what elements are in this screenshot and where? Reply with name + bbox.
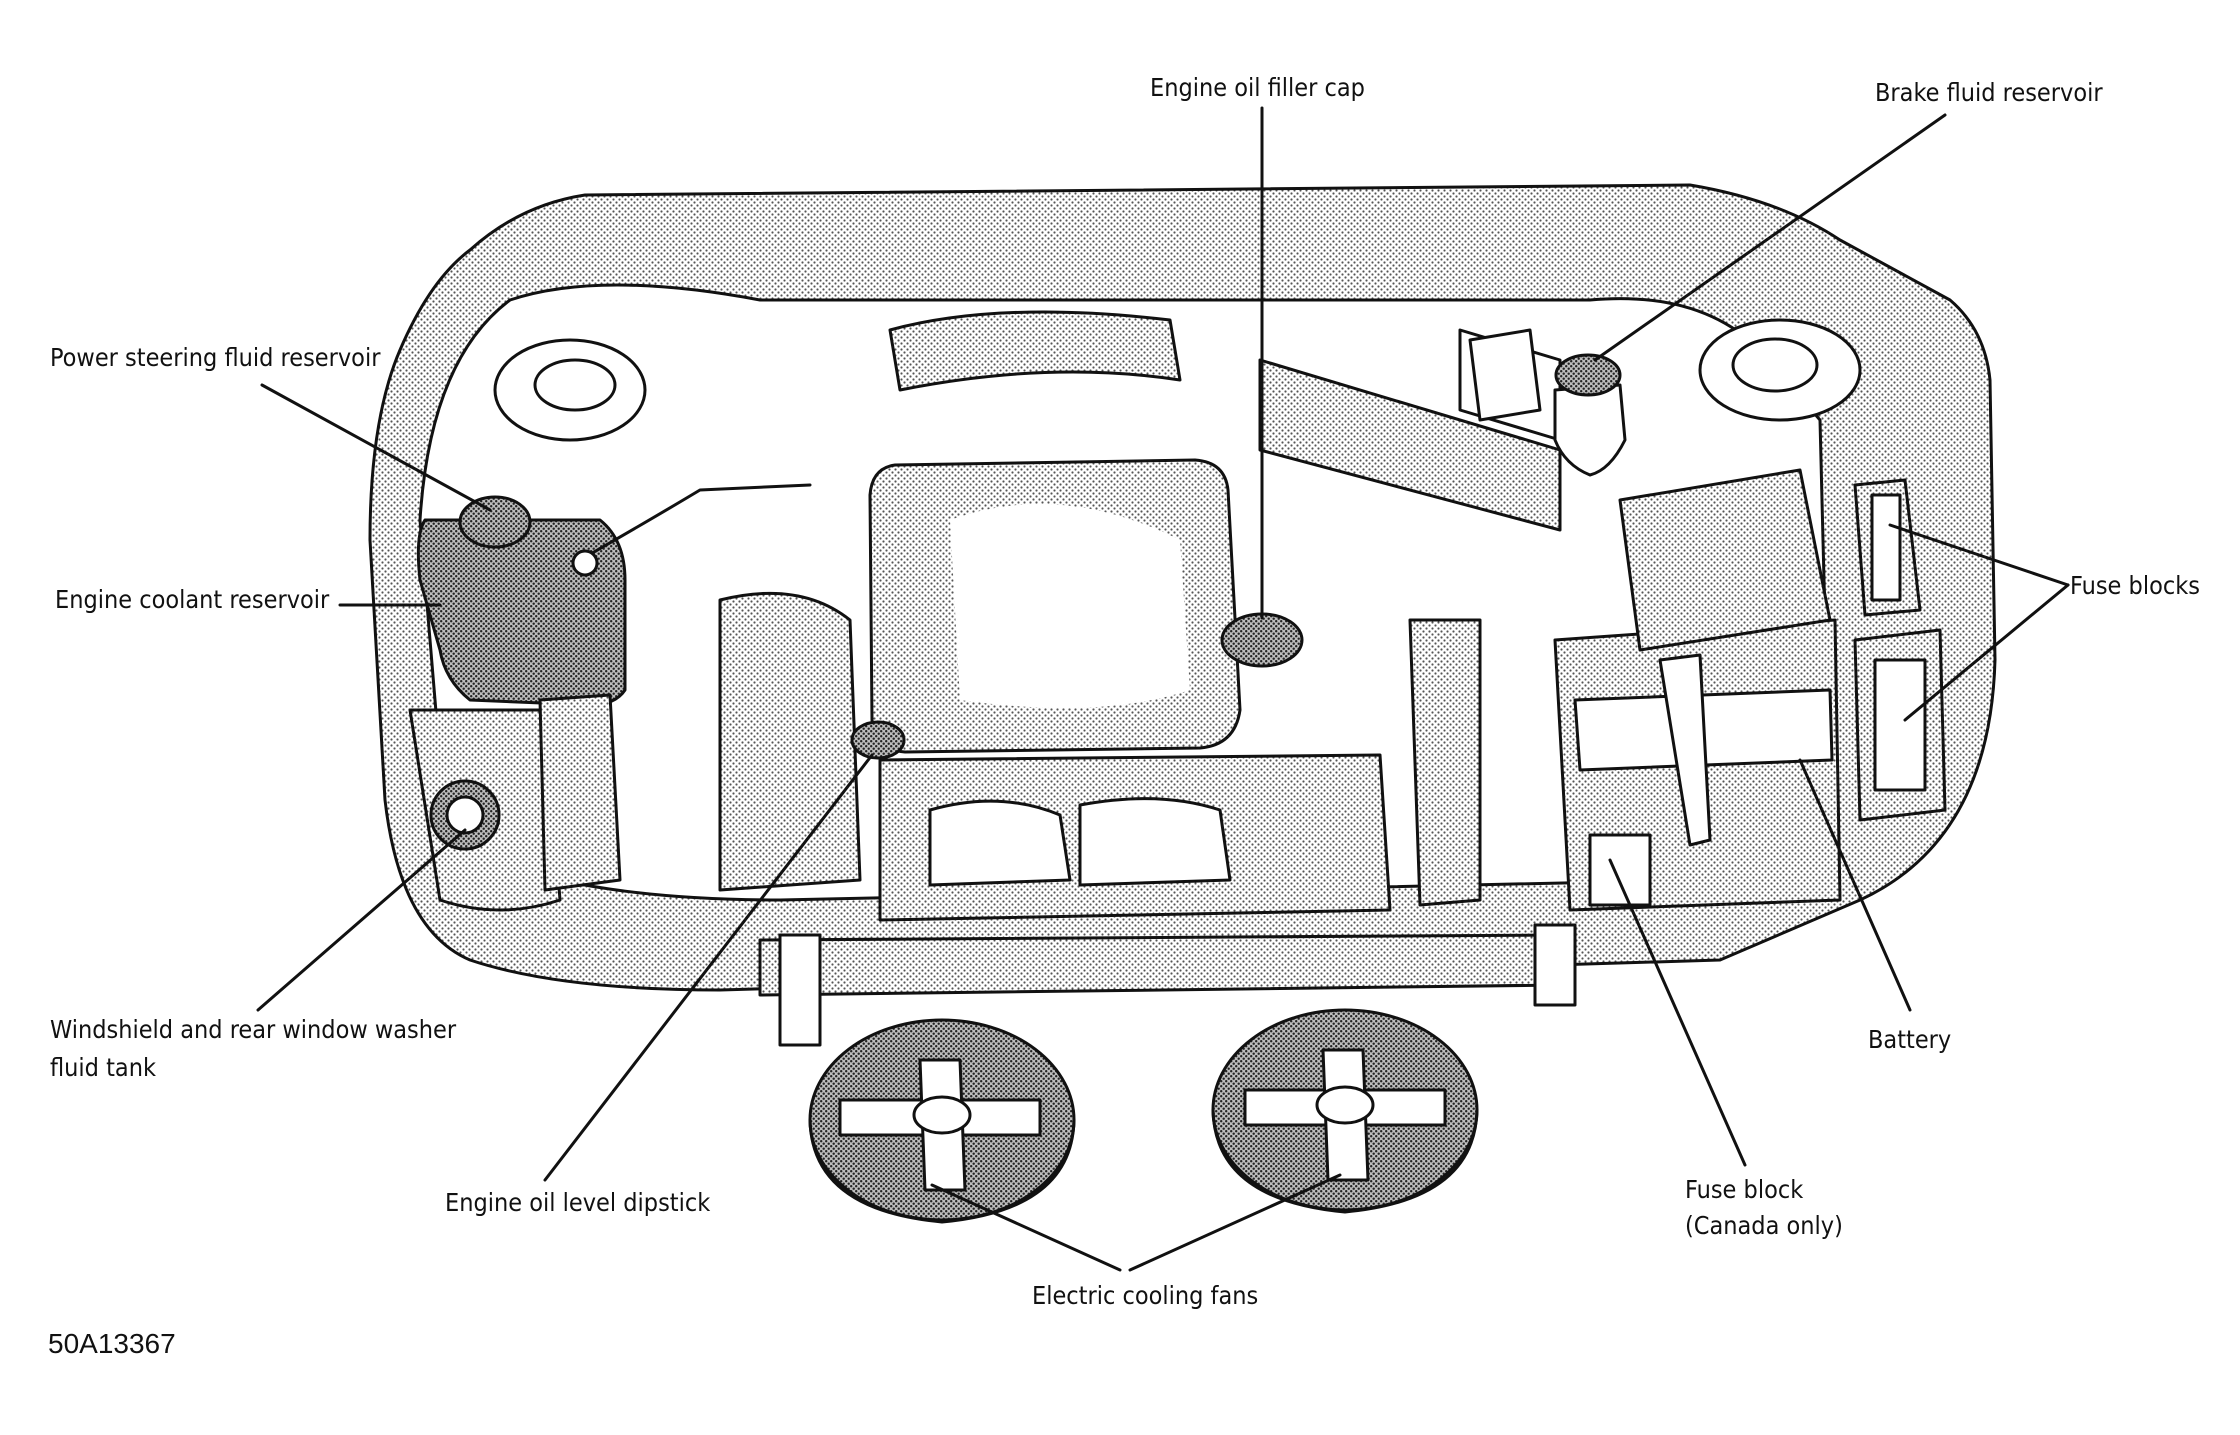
label-power-steering-fluid-reservoir: Power steering fluid reservoir bbox=[50, 343, 381, 372]
radiator-crossbar bbox=[758, 933, 1562, 997]
figure-id: 50A13367 bbox=[48, 1328, 176, 1359]
cooling-fan-right bbox=[1211, 1008, 1479, 1214]
label-engine-oil-filler-cap: Engine oil filler cap bbox=[1150, 73, 1365, 102]
label-washer-tank-line1: Windshield and rear window washer bbox=[50, 1015, 457, 1044]
leader-power-steering bbox=[260, 383, 492, 512]
label-brake-fluid-reservoir: Brake fluid reservoir bbox=[1875, 78, 2103, 107]
oil-filler-cap-part bbox=[1220, 612, 1304, 668]
leader-battery bbox=[1798, 758, 1912, 1012]
label-engine-coolant-reservoir: Engine coolant reservoir bbox=[55, 585, 330, 614]
brake-reservoir-part bbox=[1553, 383, 1627, 477]
label-washer-tank-line2: fluid tank bbox=[50, 1053, 156, 1082]
label-engine-oil-level-dipstick: Engine oil level dipstick bbox=[445, 1188, 711, 1217]
label-fuse-blocks: Fuse blocks bbox=[2070, 571, 2200, 600]
leader-fuse-blocks-a bbox=[1888, 523, 2070, 587]
label-fuse-block-line1: Fuse block bbox=[1685, 1175, 1804, 1204]
leader-brake-fluid bbox=[1593, 113, 1947, 362]
leader-dipstick bbox=[543, 753, 874, 1182]
label-battery: Battery bbox=[1868, 1025, 1952, 1054]
coolant-reservoir-part bbox=[416, 518, 627, 707]
leader-fuse-blocks-b bbox=[1903, 583, 2070, 722]
power-steering-cap-part bbox=[458, 495, 532, 549]
leader-fans-right bbox=[1128, 1173, 1342, 1272]
label-fuse-block-line2: (Canada only) bbox=[1685, 1211, 1843, 1240]
label-electric-cooling-fans: Electric cooling fans bbox=[1032, 1281, 1259, 1310]
leader-washer bbox=[256, 828, 467, 1012]
leader-fuse-block-canada bbox=[1608, 858, 1747, 1167]
dipstick-handle-part bbox=[850, 720, 906, 760]
leader-fans-left bbox=[930, 1183, 1122, 1272]
cooling-fan-left bbox=[808, 1018, 1076, 1224]
